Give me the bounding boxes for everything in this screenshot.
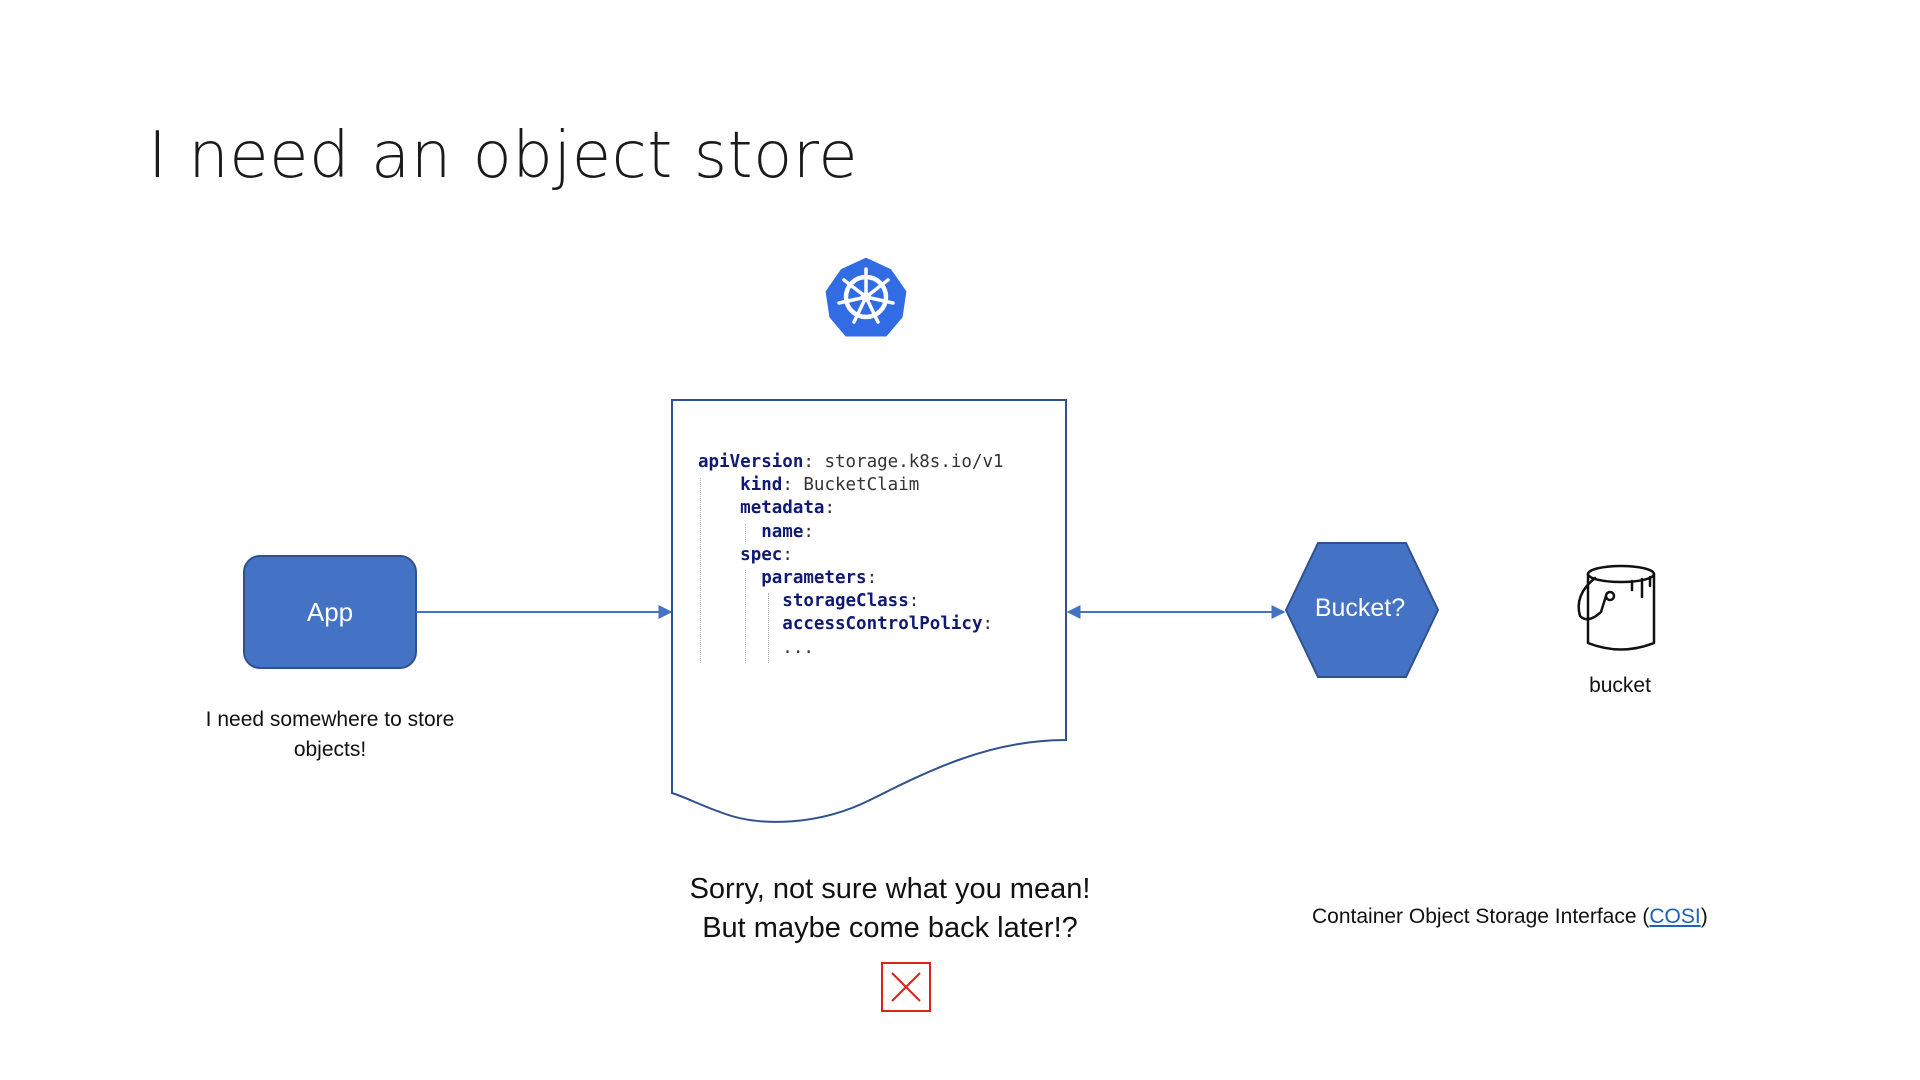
cosi-link[interactable]: COSI — [1649, 905, 1701, 928]
yaml-key: parameters — [761, 568, 867, 589]
yaml-ellipsis: ... — [782, 637, 814, 658]
yaml-indent-guide — [745, 524, 746, 544]
yaml-key: metadata — [740, 498, 825, 519]
yaml-key: accessControlPolicy — [782, 614, 983, 635]
app-caption-line: I need somewhere to store — [205, 708, 455, 731]
bucket-node-label: Bucket? — [1314, 593, 1406, 622]
bucket-node — [1284, 542, 1440, 678]
bucket-icon — [1577, 564, 1656, 651]
yaml-indent-guide — [700, 478, 701, 663]
app-label: App — [306, 596, 354, 627]
manifest-yaml: apiVersion: storage.k8s.io/v1 kind: Buck… — [698, 452, 1004, 658]
yaml-value: storage.k8s.io/v1 — [824, 452, 1004, 472]
response-message: Sorry, not sure what you mean! But maybe… — [640, 870, 1140, 948]
app-caption-line: objects! — [293, 738, 367, 761]
slide-title: I need an object store — [148, 119, 859, 193]
yaml-key: apiVersion — [698, 452, 804, 472]
manifest-document — [671, 399, 1067, 823]
cosi-suffix: ) — [1700, 905, 1708, 928]
response-line: But maybe come back later!? — [702, 912, 1078, 944]
app-caption: I need somewhere to store objects! — [180, 705, 480, 765]
yaml-indent-guide — [745, 570, 746, 663]
yaml-indent-guide — [768, 593, 769, 663]
cosi-prefix: Container Object Storage Interface ( — [1312, 905, 1650, 928]
bucket-caption: bucket — [1589, 674, 1651, 697]
yaml-key: kind — [740, 475, 783, 496]
yaml-key: spec — [740, 544, 783, 565]
error-x-icon — [881, 962, 931, 1012]
yaml-value: BucketClaim — [803, 475, 920, 496]
yaml-key: storageClass — [782, 591, 909, 612]
kubernetes-logo-icon — [822, 254, 910, 340]
yaml-key: name — [761, 521, 804, 542]
cosi-footnote: Container Object Storage Interface (COSI… — [1312, 905, 1708, 929]
response-line: Sorry, not sure what you mean! — [689, 873, 1091, 905]
